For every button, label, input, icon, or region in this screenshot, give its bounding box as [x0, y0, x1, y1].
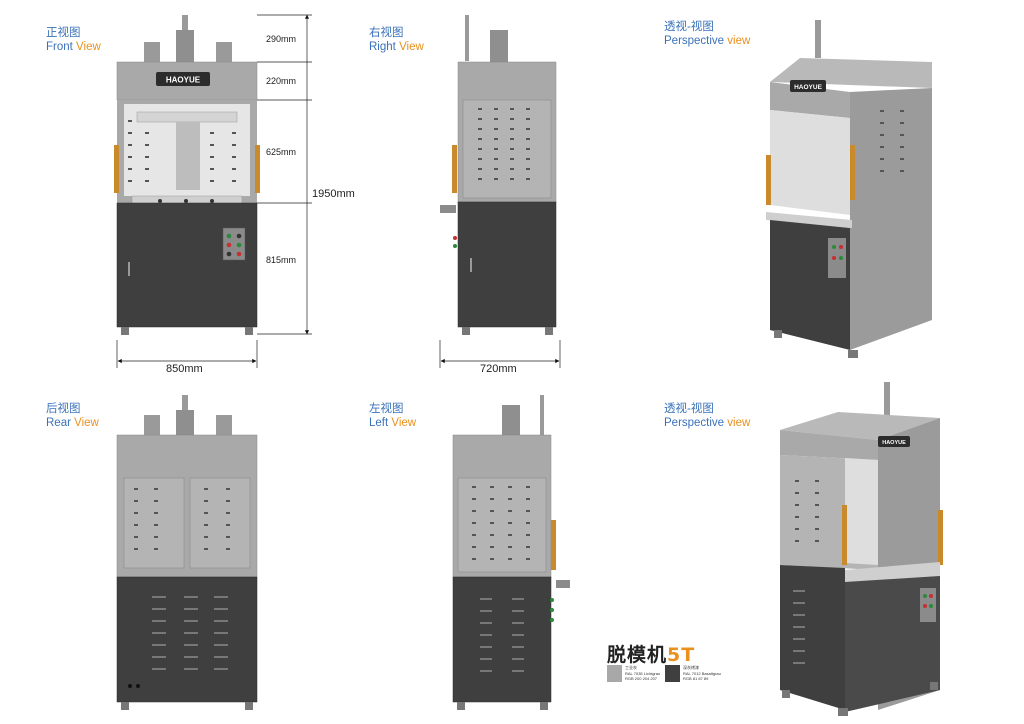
rear-view-machine — [116, 395, 258, 710]
left-view-title: 左视图 Left View — [369, 402, 416, 430]
front-dimension-lines — [116, 14, 312, 368]
rear-view-title: 后视图 Rear View — [46, 402, 99, 430]
grey-swatch-text: 工业灰 RAL 7035 Lichtgrau RGB 200 204 207 — [625, 665, 660, 682]
perspective-view-title-1: 透视-视图 Perspective view — [664, 20, 750, 48]
grey-swatch-line2: RAL 7035 Lichtgrau — [625, 670, 661, 676]
perspective-1-en-label: Perspective — [664, 35, 725, 47]
product-label: 脱模机5T 工业灰 RAL 7035 Lichtgrau RGB 200 204… — [607, 640, 721, 682]
dim-total-label: 1950mm — [312, 188, 355, 200]
dim-base-label: 815mm — [266, 255, 296, 265]
perspective-2-cn-label: 透视-视图 — [664, 403, 714, 415]
color-swatch-dark: 深灰烤漆 RAL 7012 Basaltgrau RGB 81 87 89 — [665, 665, 721, 682]
dim-header-label: 220mm — [266, 76, 296, 86]
rear-view-en-accent: View — [74, 417, 99, 429]
dark-swatch-line2: RAL 7012 Basaltgrau — [683, 670, 721, 676]
right-view-machine — [440, 15, 557, 335]
right-view-cn-label: 右视图 — [369, 27, 404, 39]
dim-top-label: 290mm — [266, 34, 296, 44]
grey-swatch-line3: RGB 200 204 207 — [625, 676, 658, 681]
product-tonnage: 5T — [667, 644, 696, 666]
front-brand-logo: HAOYUE — [166, 76, 201, 85]
perspective-view-title-2: 透视-视图 Perspective view — [664, 402, 750, 430]
front-view-en-accent: View — [76, 41, 101, 53]
rear-view-cn-label: 后视图 — [46, 403, 81, 415]
grey-swatch-chip — [607, 665, 622, 682]
front-view-machine: HAOYUE — [114, 15, 260, 335]
left-view-en-label: Left — [369, 417, 389, 429]
color-swatch-grey: 工业灰 RAL 7035 Lichtgrau RGB 200 204 207 — [607, 665, 660, 682]
dark-swatch-line3: RGB 81 87 89 — [683, 676, 709, 681]
right-view-en-accent: View — [399, 41, 424, 53]
persp2-brand-logo: HAOYUE — [882, 440, 906, 446]
right-view-en-label: Right — [369, 41, 396, 53]
front-view-en-label: Front — [46, 41, 73, 53]
left-view-en-accent: View — [391, 417, 417, 429]
persp1-brand-logo: HAOYUE — [794, 84, 822, 91]
dark-swatch-chip — [665, 665, 680, 682]
grey-swatch-line1: 工业灰 — [625, 665, 637, 670]
right-view-title: 右视图 Right View — [369, 26, 424, 54]
dark-swatch-line1: 深灰烤漆 — [683, 665, 699, 670]
perspective-1-cn-label: 透视-视图 — [664, 21, 714, 33]
perspective-2-en-accent: view — [727, 417, 751, 429]
perspective-1-en-accent: view — [727, 35, 751, 47]
front-view-cn-label: 正视图 — [46, 27, 81, 39]
perspective-view-machine-1: HAOYUE — [766, 20, 932, 358]
perspective-2-en-label: Perspective — [664, 417, 725, 429]
dim-window-label: 625mm — [266, 147, 296, 157]
dark-swatch-text: 深灰烤漆 RAL 7012 Basaltgrau RGB 81 87 89 — [683, 665, 721, 682]
perspective-view-machine-2: HAOYUE — [780, 382, 943, 716]
left-view-cn-label: 左视图 — [369, 403, 404, 415]
left-view-machine — [452, 395, 570, 710]
product-name: 脱模机5T — [607, 640, 695, 667]
dim-depth-label: 720mm — [480, 363, 517, 375]
product-name-text: 脱模机 — [607, 644, 668, 666]
dim-width-label: 850mm — [166, 363, 203, 375]
right-dimension-lines — [439, 340, 561, 368]
rear-view-en-label: Rear — [46, 417, 71, 429]
front-view-title: 正视图 Front View — [46, 26, 101, 54]
